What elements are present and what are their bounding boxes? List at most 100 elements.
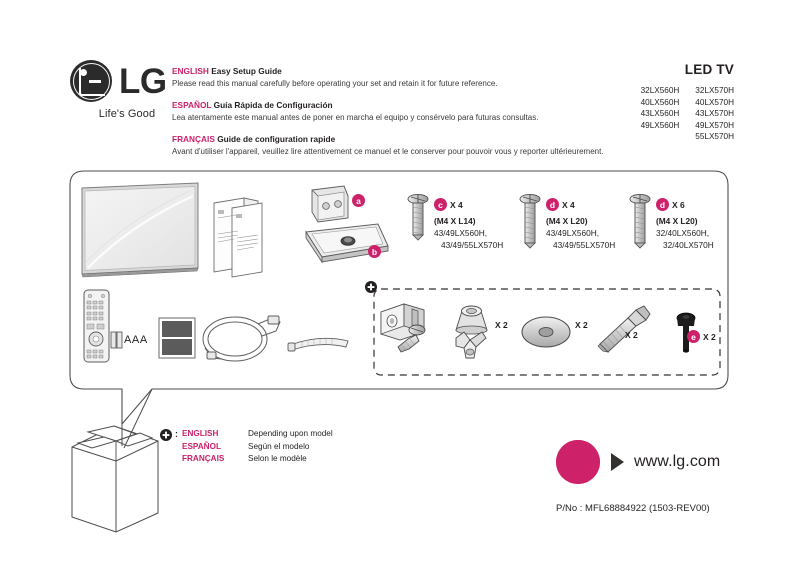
lg-logo-row: LG (70, 60, 167, 102)
lg-symbol-icon (70, 60, 112, 102)
intro-block: ENGLISH Easy Setup Guide Please read thi… (172, 65, 622, 167)
note-lang-english: ENGLISH (182, 429, 219, 438)
screw-qty: X 4 (562, 199, 575, 210)
screw-model-line: 43/49LX560H, (434, 228, 488, 238)
wing-nut-illustration (455, 331, 487, 359)
intro-group-spanish: ESPAÑOL Guía Rápida de Configuración Lea… (172, 99, 622, 124)
note-lang-french: FRANÇAIS (182, 454, 225, 463)
power-cable-illustration (202, 315, 281, 362)
badge-letter: c (434, 198, 447, 212)
cone-nut-illustration (455, 305, 488, 335)
note-texts: Depending upon model Según el modelo Sel… (248, 428, 333, 466)
model-list-block: LED TV 32LX560H 40LX560H 43LX560H 49LX56… (641, 62, 734, 143)
badge-letter: e (687, 330, 700, 344)
screw-model-line: 43/49/55LX570H (441, 240, 504, 250)
bracket-screw-illustration (397, 324, 426, 353)
screw-model-line: 32/40LX560H, (656, 228, 710, 238)
tv-illustration (81, 182, 199, 278)
model-column-570h: 32LX570H 40LX570H 43LX570H 49LX570H 55LX… (695, 85, 734, 143)
plus-icon-dashed-box (365, 281, 377, 293)
screw-qty: X 6 (672, 199, 685, 210)
intro-lang-english: ENGLISH (172, 66, 209, 76)
box-pointer-lines (121, 388, 153, 449)
qty-washer: X 2 (575, 320, 588, 330)
stand-neck-illustration (311, 185, 349, 223)
note-colon: : (175, 429, 178, 439)
qty-black-bolt: X 2 (703, 331, 716, 342)
lg-tagline: Life's Good (98, 108, 156, 120)
screw-model-line: 32/40LX570H (663, 240, 714, 250)
intro-title-english: ENGLISH Easy Setup Guide (172, 65, 622, 77)
screw-models: 32/40LX560H, 32/40LX570H (656, 227, 714, 251)
note-text-english: Depending upon model (248, 429, 333, 438)
screw-models: 43/49LX560H, 43/49/55LX570H (546, 227, 615, 251)
note-languages: ENGLISH ESPAÑOL FRANÇAIS (182, 428, 238, 466)
screw-model-line: 43/49/55LX570H (553, 240, 616, 250)
battery-label: AAA (124, 334, 148, 346)
screw-model-line: 43/49LX560H, (546, 228, 600, 238)
model-item: 49LX570H (695, 120, 734, 130)
optional-parts-dashed-box (373, 288, 721, 376)
badge-a-stand-neck: a (352, 192, 365, 210)
screw-d2-illustration (629, 193, 651, 249)
product-category-title: LED TV (684, 62, 734, 77)
website-block[interactable]: www.lg.com (556, 440, 720, 484)
intro-heading-spanish: Guía Rápida de Configuración (213, 100, 333, 110)
screw-c-illustration (407, 193, 429, 241)
badge-letter: d (656, 198, 669, 212)
carriage-bolt-illustration (597, 305, 651, 353)
website-url[interactable]: www.lg.com (634, 453, 721, 470)
screw-spec: (M4 X L14) (434, 216, 476, 226)
content-bubble-frame (69, 170, 729, 425)
model-item: 43LX560H (640, 109, 680, 118)
model-item: 40LX570H (695, 97, 734, 107)
qty-carriage-bolt: X 2 (625, 330, 638, 340)
washer-illustration (521, 316, 571, 348)
intro-group-english: ENGLISH Easy Setup Guide Please read thi… (172, 65, 622, 90)
model-item: 55LX570H (695, 132, 734, 141)
intro-body-french: Avant d'utiliser l'appareil, veuillez li… (172, 147, 604, 156)
intro-title-french: FRANÇAIS Guide de configuration rapide (172, 133, 622, 145)
cleaning-pads-illustration (158, 317, 196, 359)
screw-spec: (M4 X L20) (546, 216, 588, 226)
cable-tie-illustration (287, 337, 349, 352)
note-text-spanish: Según el modelo (248, 441, 310, 451)
note-lang-spanish: ESPAÑOL (182, 441, 221, 451)
depending-upon-model-note: : ENGLISH ESPAÑOL FRANÇAIS Depending upo… (160, 428, 333, 466)
model-item: 40LX560H (640, 97, 680, 107)
model-item: 43LX570H (695, 109, 734, 118)
badge-letter: a (352, 194, 365, 208)
intro-group-french: FRANÇAIS Guide de configuration rapide A… (172, 133, 622, 158)
screw-models: 43/49LX560H, 43/49/55LX570H (434, 227, 503, 251)
bracket-illustration (380, 303, 425, 341)
intro-body-spanish: Lea atentamente este manual antes de pon… (172, 113, 539, 122)
manuals-illustration (213, 197, 263, 278)
intro-heading-french: Guide de configuration rapide (217, 134, 336, 144)
model-item: 49LX560H (640, 120, 680, 130)
lg-logo: LG Life's Good (70, 60, 167, 120)
badge-b-stand-base: b (368, 243, 381, 261)
intro-lang-french: FRANÇAIS (172, 134, 215, 144)
lg-wordmark: LG (119, 61, 167, 101)
remote-illustration (83, 289, 123, 363)
intro-body-english: Please read this manual carefully before… (172, 79, 498, 88)
intro-title-spanish: ESPAÑOL Guía Rápida de Configuración (172, 99, 622, 111)
screw-spec: (M4 X L20) (656, 216, 698, 226)
model-item: 32LX570H (695, 86, 734, 95)
screw-d1-illustration (519, 193, 541, 249)
shipping-box-illustration (71, 425, 159, 533)
qty-cone-wing-nut: X 2 (495, 320, 508, 330)
page-header: LG Life's Good ENGLISH Easy Setup Guide … (0, 0, 802, 165)
badge-letter: b (368, 245, 381, 259)
